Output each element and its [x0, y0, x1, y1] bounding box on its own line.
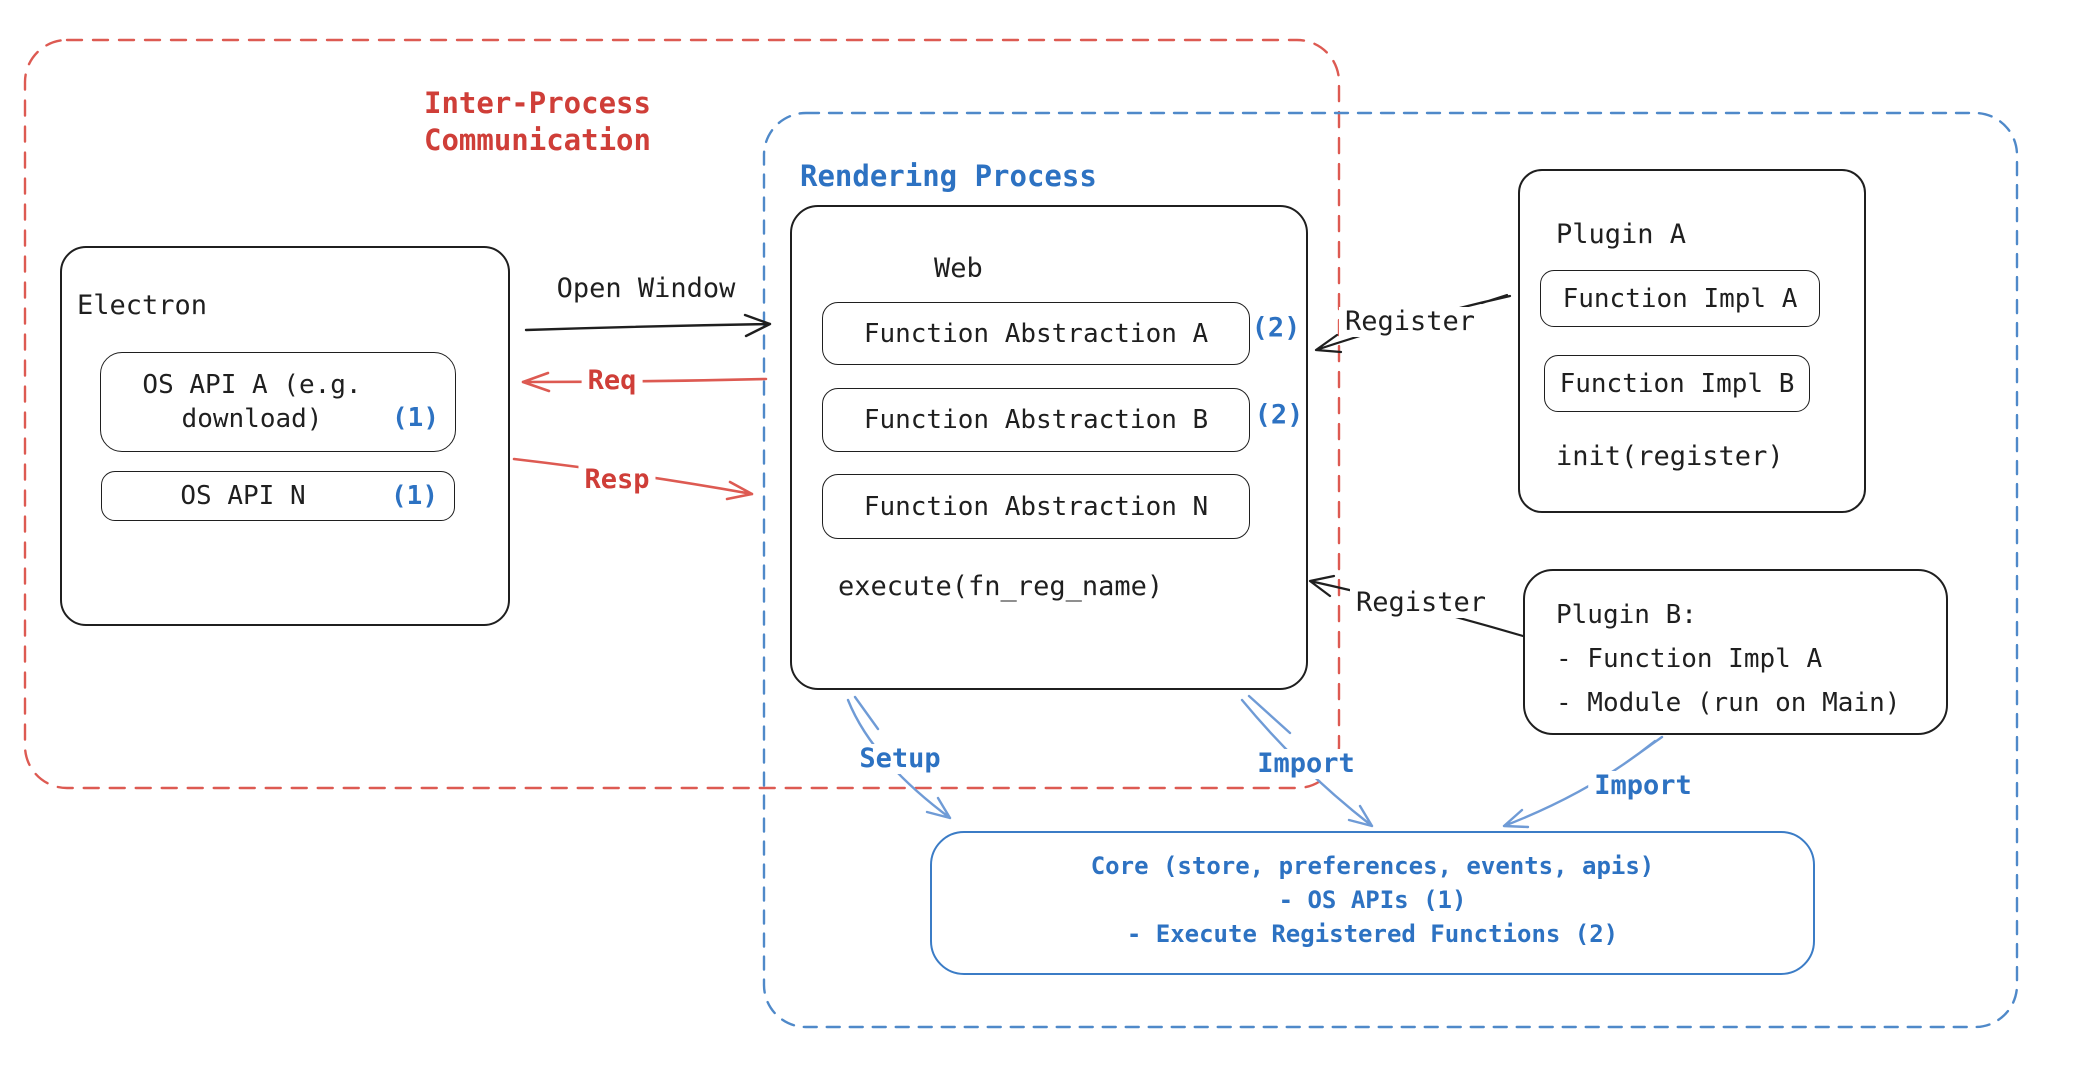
fn-abstraction-b-box: Function Abstraction B — [822, 388, 1250, 452]
init-register-text: init(register) — [1556, 441, 1784, 472]
plugin-b-title: Plugin B: — [1556, 600, 1697, 630]
req-arrow — [521, 371, 768, 393]
plugin-b-item-1: - Function Impl A — [1556, 644, 1823, 674]
ipc-title-line1: Inter-Process — [424, 86, 651, 120]
os-api-a-line1: OS API A (e.g. — [142, 370, 362, 400]
ipc-region-title: Inter-Process Communication — [424, 85, 651, 159]
os-api-a-badge: (1) — [392, 402, 439, 433]
electron-box: Electron OS API A (e.g. download) (1) OS… — [60, 246, 510, 626]
import-plugin-label: Import — [1588, 771, 1698, 801]
os-api-a-text: OS API A (e.g. download) — [101, 353, 455, 451]
os-api-n-text: OS API N — [180, 481, 306, 511]
register-top-label: Register — [1338, 307, 1482, 337]
open-window-label: Open Window — [556, 273, 736, 304]
web-title: Web — [934, 253, 983, 284]
os-api-a-box: OS API A (e.g. download) (1) — [100, 352, 456, 452]
core-box: Core (store, preferences, events, apis) … — [930, 831, 1815, 975]
execute-text: execute(fn_reg_name) — [838, 571, 1164, 602]
web-box: Web Function Abstraction A Function Abst… — [790, 205, 1308, 690]
plugin-a-title: Plugin A — [1556, 219, 1687, 250]
core-text: Core (store, preferences, events, apis) … — [932, 833, 1813, 973]
plugin-b-text: Plugin B: - Function Impl A - Module (ru… — [1556, 593, 1900, 725]
req-label: Req — [581, 366, 643, 396]
core-line-2: - OS APIs (1) — [1278, 886, 1467, 914]
core-line-1: Core (store, preferences, events, apis) — [1090, 852, 1655, 880]
core-line-3: - Execute Registered Functions (2) — [1126, 920, 1619, 948]
ipc-title-line2: Communication — [424, 123, 651, 157]
os-api-n-box: OS API N (1) — [101, 471, 455, 521]
fn-abstraction-n-box: Function Abstraction N — [822, 474, 1250, 539]
function-impl-b-box: Function Impl B — [1544, 355, 1810, 412]
os-api-n-badge: (1) — [391, 481, 438, 511]
setup-label: Setup — [853, 744, 947, 774]
fn-abstraction-a-box: Function Abstraction A — [822, 302, 1250, 365]
os-api-a-line2: download) — [181, 404, 323, 434]
resp-label: Resp — [578, 465, 656, 495]
open-window-arrow — [524, 313, 772, 338]
function-impl-a-box: Function Impl A — [1540, 270, 1820, 327]
plugin-b-item-2: - Module (run on Main) — [1556, 688, 1901, 718]
plugin-b-box: Plugin B: - Function Impl A - Module (ru… — [1523, 569, 1948, 735]
rendering-region-title: Rendering Process — [800, 159, 1097, 193]
import-web-label: Import — [1251, 749, 1361, 779]
electron-title: Electron — [77, 290, 208, 321]
register-bottom-label: Register — [1349, 588, 1493, 618]
plugin-a-box: Plugin A Function Impl A Function Impl B… — [1518, 169, 1866, 513]
fn-abstraction-a-badge: (2) — [1251, 312, 1301, 344]
fn-abstraction-b-badge: (2) — [1254, 399, 1304, 431]
